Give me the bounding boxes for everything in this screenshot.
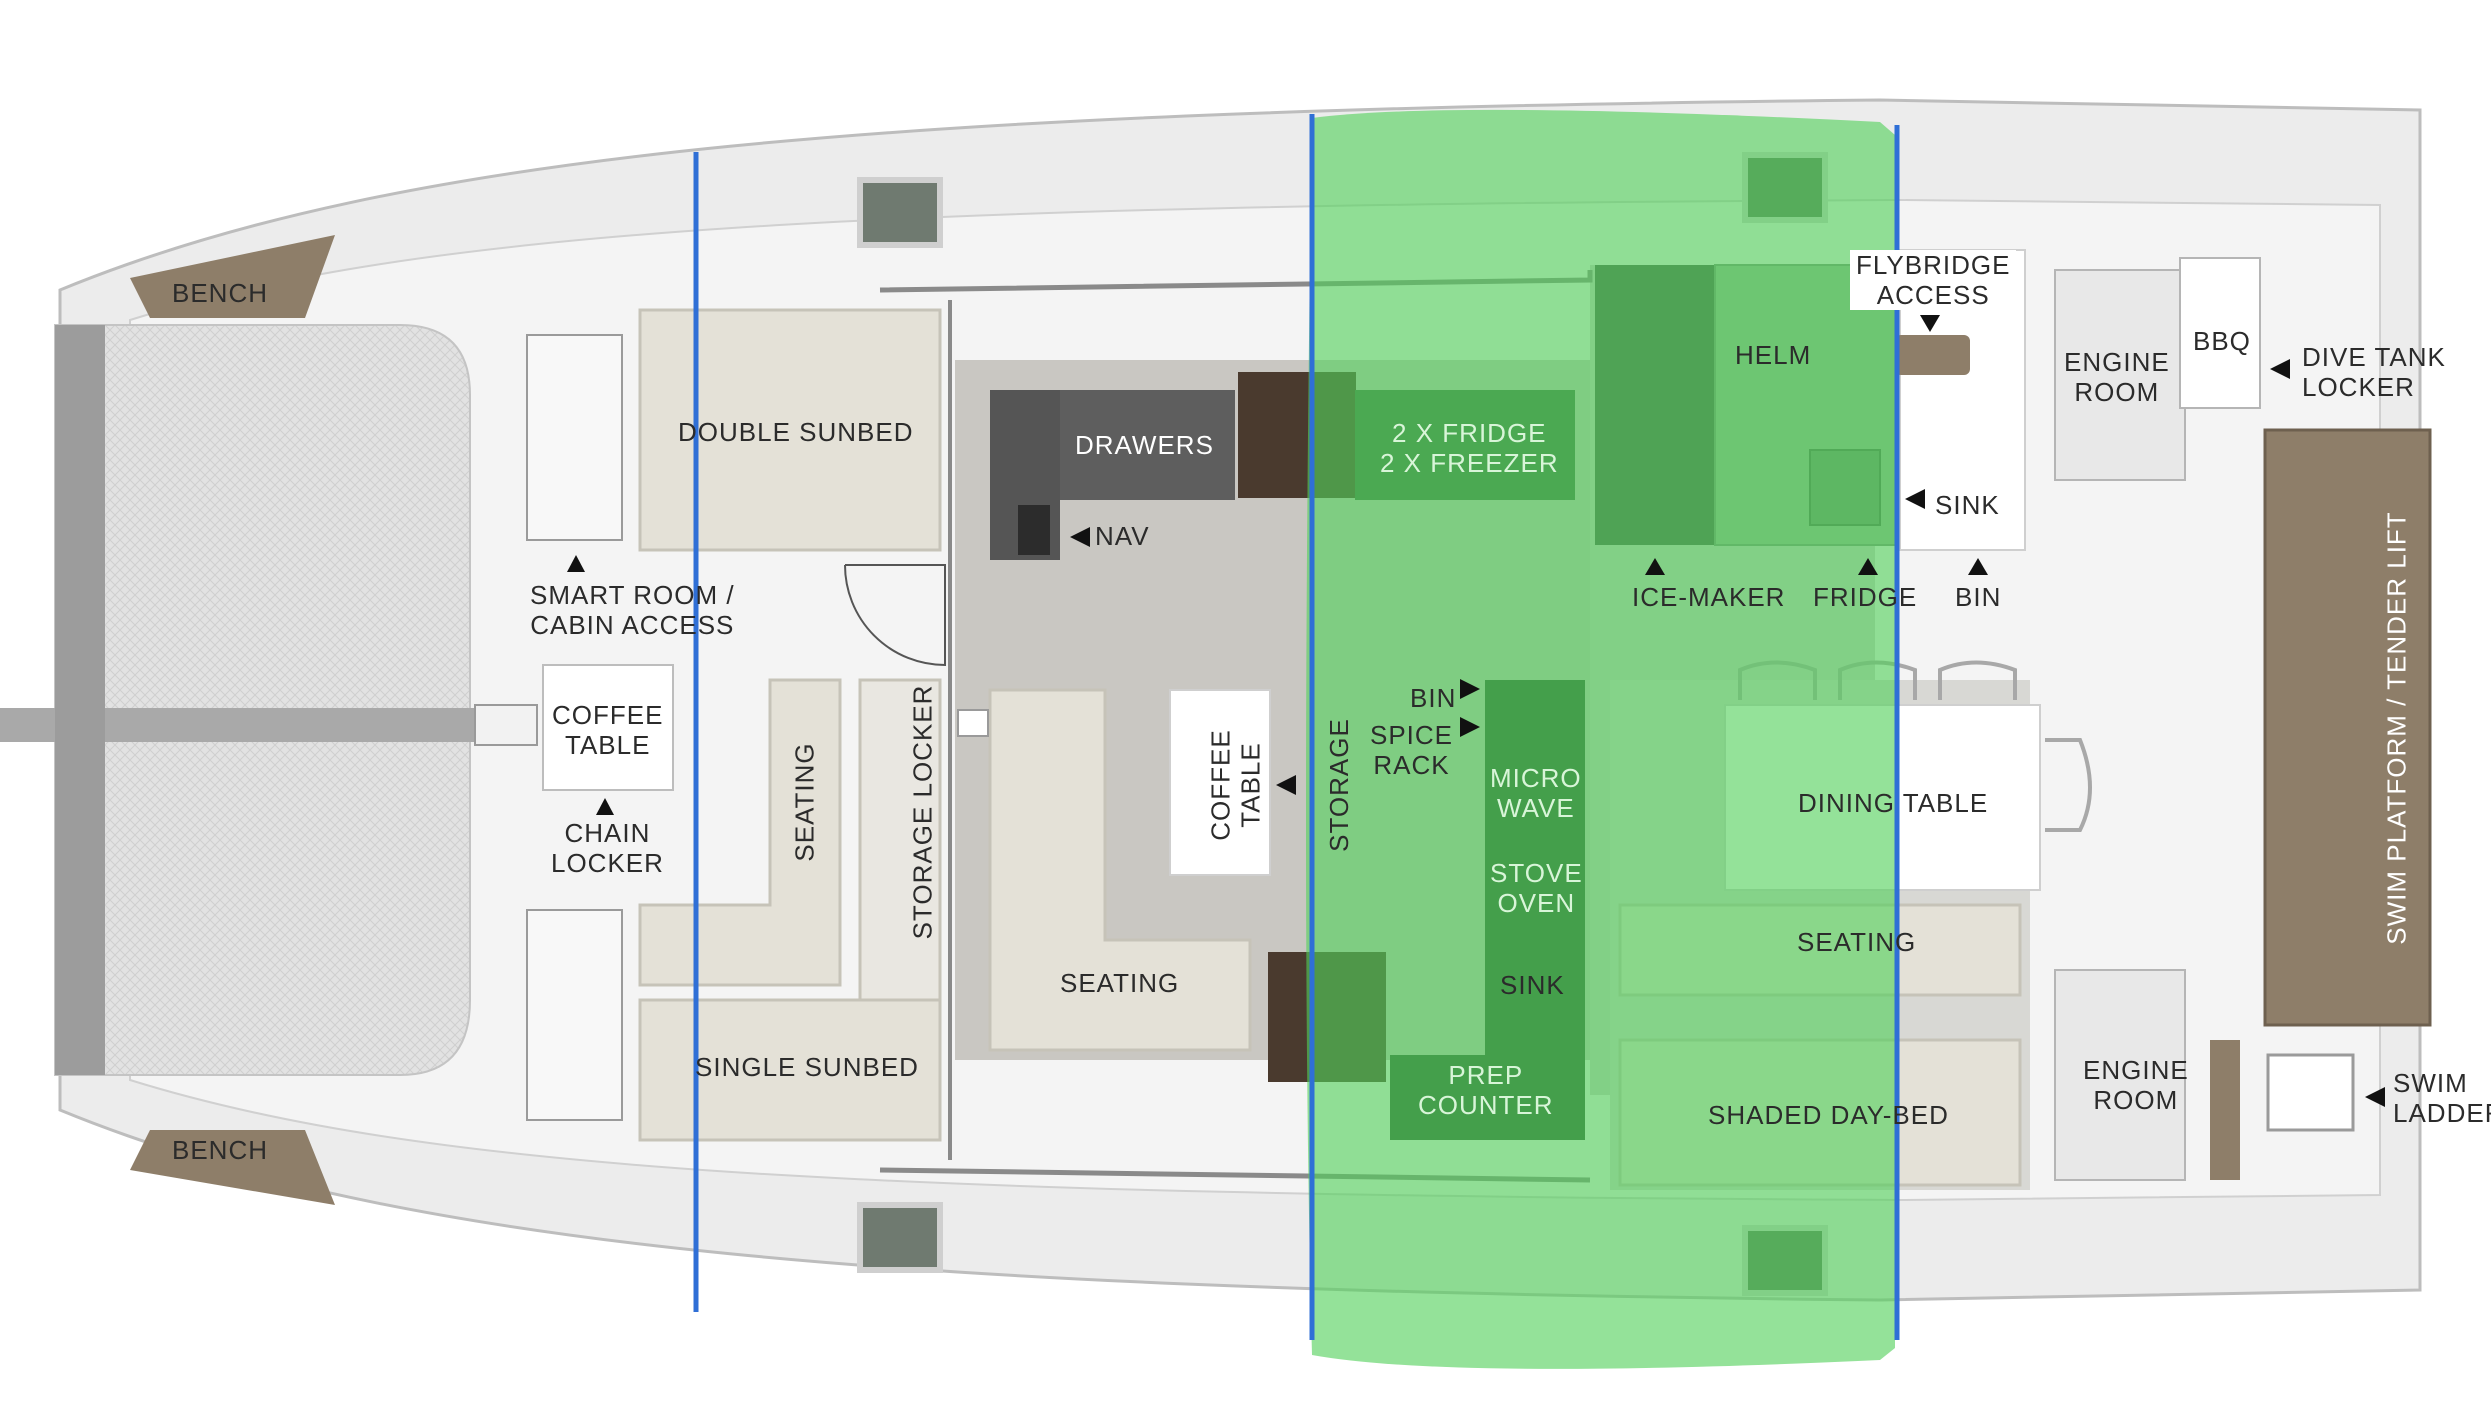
- smart-room-label: SMART ROOM / CABIN ACCESS: [530, 580, 735, 640]
- bbq-label: BBQ: [2193, 326, 2251, 356]
- trampoline-net: [54, 324, 471, 1076]
- swim-ladder-label: SWIM LADDER: [2393, 1068, 2491, 1128]
- aft-post: [2210, 1040, 2240, 1180]
- coffee-table-fore-label: COFFEE TABLE: [552, 700, 664, 760]
- flybridge-step: [1895, 335, 1970, 375]
- bbq-shape: [2179, 257, 2261, 409]
- bin-galley-label: BIN: [1410, 683, 1457, 713]
- bench-bottom-label: BENCH: [172, 1135, 269, 1165]
- engine-room-bottom-shape: [2054, 969, 2186, 1181]
- microwave-label: MICRO WAVE: [1490, 763, 1582, 823]
- bench-bottom-shape: [130, 1130, 335, 1205]
- fore-seating-l: [638, 678, 842, 987]
- shaded-day-bed-label: SHADED DAY-BED: [1708, 1100, 1949, 1130]
- fwd-locker-top: [526, 334, 623, 541]
- spice-rack-label: SPICE RACK: [1370, 720, 1454, 780]
- seating-dining-label: SEATING: [1797, 927, 1917, 957]
- storage-locker-shape: [858, 678, 942, 1002]
- stove-oven-label: STOVE OVEN: [1490, 858, 1583, 918]
- nav-label: NAV: [1095, 521, 1150, 551]
- door-swing: [844, 564, 946, 667]
- single-sunbed-label: SINGLE SUNBED: [695, 1052, 919, 1082]
- prep-counter-label: PREP COUNTER: [1418, 1060, 1554, 1120]
- bench-top-shape: [130, 235, 335, 318]
- dive-tank-locker-label: DIVE TANK LOCKER: [2302, 342, 2446, 402]
- hatch-2: [857, 1202, 943, 1273]
- swim-platform-label: SWIM PLATFORM / TENDER LIFT: [2381, 511, 2412, 945]
- flybridge-access-label: FLYBRIDGE ACCESS: [1850, 250, 2017, 310]
- coffee-table-salon-label: COFFEE TABLE: [1205, 729, 1266, 841]
- drawers-shape: [1060, 390, 1235, 500]
- swim-platform-shape: [2263, 428, 2432, 1027]
- storage-locker-label: STORAGE LOCKER: [907, 684, 938, 940]
- galley-highlight: [1306, 109, 1895, 1369]
- salon-seating-shape: [988, 688, 1252, 1052]
- nav-screen: [1018, 505, 1050, 555]
- coffee-table-salon-shape: [1169, 689, 1271, 876]
- engine-room-top-label: ENGINE ROOM: [2064, 347, 2170, 407]
- dining-table-label: DINING TABLE: [1798, 788, 1989, 818]
- seating-salon-label: SEATING: [1060, 968, 1180, 998]
- chain-locker-label: CHAIN LOCKER: [551, 818, 664, 878]
- seating-fore-label: SEATING: [789, 742, 820, 862]
- bow-beam-center: [55, 325, 105, 1075]
- swim-ladder-shape: [2266, 1053, 2355, 1132]
- fridge-freezer-label: 2 X FRIDGE 2 X FREEZER: [1380, 418, 1559, 478]
- pointer-arrows: [567, 315, 2385, 1107]
- bench-top-label: BENCH: [172, 278, 269, 308]
- storage-label: STORAGE: [1323, 718, 1354, 852]
- engine-room-top-shape: [2054, 269, 2186, 481]
- bin-aft-label: BIN: [1955, 582, 2002, 612]
- helm-label: HELM: [1735, 340, 1812, 370]
- ice-maker-label: ICE-MAKER: [1632, 582, 1786, 612]
- coffee-table-fore-tab: [474, 704, 538, 746]
- drawers-label: DRAWERS: [1075, 430, 1214, 460]
- sink-helm-label: SINK: [1935, 490, 2000, 520]
- single-sunbed-shape: [638, 998, 942, 1142]
- engine-room-bottom-label: ENGINE ROOM: [2083, 1055, 2189, 1115]
- double-sunbed-shape: [638, 308, 942, 552]
- sink-galley-label: SINK: [1500, 970, 1565, 1000]
- coffee-table-fore-shape: [542, 664, 674, 791]
- fridge-label: FRIDGE: [1813, 582, 1918, 612]
- double-sunbed-label: DOUBLE SUNBED: [678, 417, 914, 447]
- fwd-locker-bottom: [526, 909, 623, 1121]
- hatch-1: [857, 177, 943, 248]
- salon-seating-tab: [957, 709, 989, 737]
